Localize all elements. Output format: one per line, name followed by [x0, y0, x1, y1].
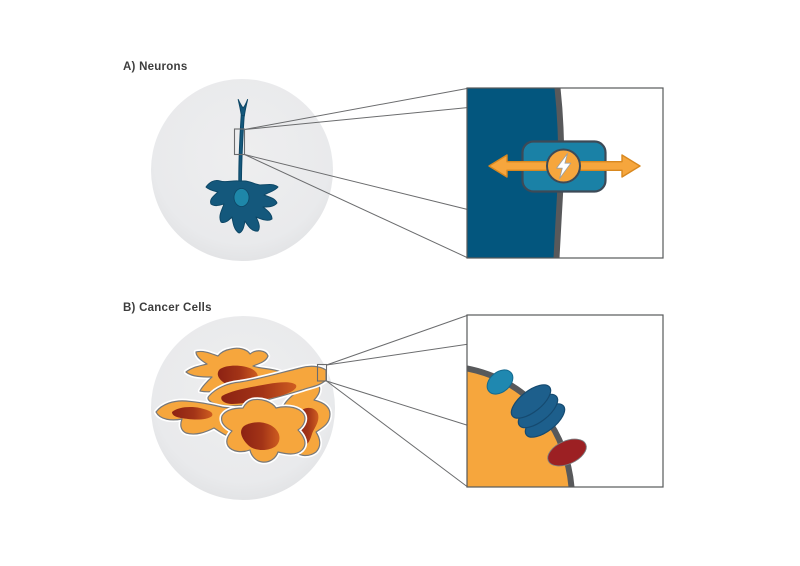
cancer-cell-cluster [153, 345, 333, 465]
zoom-source-rect-a [233, 128, 246, 156]
panel-b-cancer-cells [151, 314, 664, 500]
magnified-inset-b [466, 314, 664, 488]
inset-frame-a [466, 87, 664, 259]
cancer-nucleus [221, 382, 297, 404]
panel-a-label: A) Neurons [123, 61, 188, 73]
neuron-nucleus [233, 188, 250, 207]
magnified-inset-a [466, 87, 664, 259]
neuron-illustration [205, 99, 279, 234]
intracellular-region [467, 88, 562, 258]
receptor-protein-dark-red [547, 438, 587, 467]
neuron-dendrite-fork [237, 99, 249, 117]
receptor-protein-light-blue [486, 369, 514, 395]
panel-b-label: B) Cancer Cells [123, 302, 212, 314]
receptor-protein-stack-dark-blue [510, 384, 566, 438]
zoom-source-rect-b [316, 363, 328, 382]
cancer-nucleus [241, 422, 280, 451]
lightning-bolt-icon [556, 153, 572, 179]
inset-frame-b [466, 314, 664, 488]
cancer-nucleus [172, 407, 213, 420]
panel-a-neurons [151, 79, 664, 261]
cancer-cell-interior [467, 368, 572, 487]
cancer-cell [219, 397, 308, 465]
